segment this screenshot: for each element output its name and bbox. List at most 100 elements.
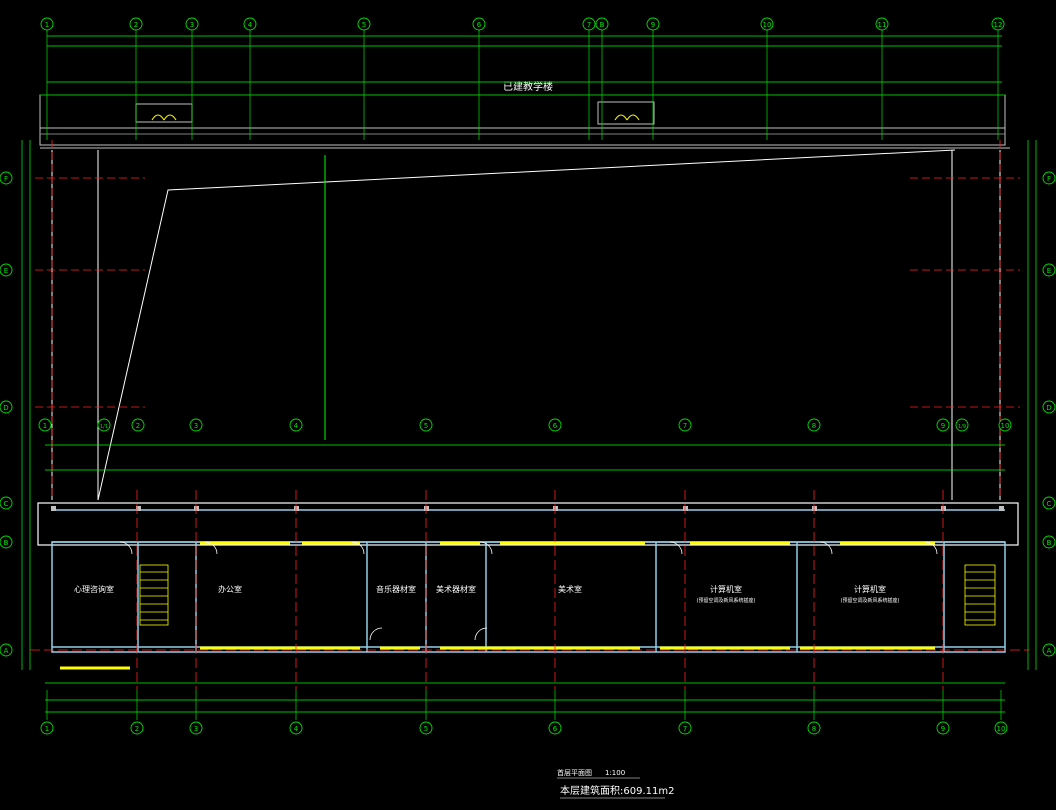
- svg-text:F: F: [4, 175, 8, 183]
- top-axis-2: 2: [129, 17, 143, 31]
- svg-text:5: 5: [362, 21, 366, 29]
- lower-axis-9: 9: [936, 418, 950, 432]
- svg-text:10: 10: [763, 21, 772, 29]
- svg-text:7: 7: [683, 422, 687, 430]
- stair-left: [139, 564, 169, 626]
- svg-text:2: 2: [134, 21, 138, 29]
- room-label-computer-1: 计算机室: [710, 584, 742, 594]
- svg-text:8: 8: [812, 422, 816, 430]
- room-label-psych: 心理咨询室: [74, 584, 114, 594]
- stair-right: [964, 564, 996, 626]
- svg-text:7: 7: [587, 21, 591, 29]
- row-axis-right-B: B: [1042, 535, 1056, 549]
- top-axis-7: 7: [582, 17, 596, 31]
- svg-text:B: B: [4, 539, 9, 547]
- svg-text:1: 1: [43, 422, 47, 430]
- svg-text:6: 6: [477, 21, 482, 29]
- lower-axis-1-1: 1/1: [97, 418, 111, 432]
- upper-red-grid: [35, 140, 1020, 500]
- svg-text:7: 7: [683, 725, 687, 733]
- row-axis-right-D: D: [1042, 400, 1056, 414]
- svg-text:E: E: [1047, 267, 1051, 275]
- svg-text:9: 9: [941, 725, 945, 733]
- lower-axis-2: 2: [131, 418, 145, 432]
- room-label-art: 美术室: [558, 584, 582, 594]
- lower-axis-7: 7: [678, 418, 692, 432]
- bottom-axis-3: 3: [189, 721, 203, 735]
- row-axis-bubbles: F F E E D D C C B B A A: [0, 171, 1056, 657]
- bottom-axis-2: 2: [130, 721, 144, 735]
- lower-axis-8: 8: [807, 418, 821, 432]
- svg-text:9: 9: [941, 422, 945, 430]
- top-axis-9: 9: [646, 17, 660, 31]
- bottom-axis-4: 4: [289, 721, 303, 735]
- room-label-music: 音乐器材室: [376, 584, 416, 594]
- top-axis-4: 4: [243, 17, 257, 31]
- svg-text:1/1: 1/1: [100, 424, 108, 430]
- bottom-axis-5: 5: [419, 721, 433, 735]
- svg-text:3: 3: [194, 422, 198, 430]
- svg-text:10: 10: [997, 725, 1006, 733]
- lower-axis-1-9: 1/9: [955, 418, 969, 432]
- top-axis-12: 12: [991, 17, 1005, 31]
- svg-text:4: 4: [294, 422, 299, 430]
- svg-text:F: F: [1047, 175, 1051, 183]
- svg-text:1: 1: [45, 725, 49, 733]
- floor-area: 本层建筑面积:609.11m2: [560, 784, 674, 797]
- lower-axis-3: 3: [189, 418, 203, 432]
- svg-text:1: 1: [45, 21, 49, 29]
- room-label-art-storage: 美术器材室: [436, 584, 476, 594]
- svg-text:2: 2: [136, 422, 140, 430]
- top-axis-1: 1: [40, 17, 54, 31]
- side-dimension-lines: [21, 140, 1037, 670]
- lower-axis-10: 10: [998, 418, 1012, 432]
- svg-text:6: 6: [553, 725, 558, 733]
- row-axis-left-D: D: [0, 400, 13, 414]
- top-axis-5: 5: [357, 17, 371, 31]
- row-axis-left-C: C: [0, 496, 13, 510]
- row-axis-right-C: C: [1042, 496, 1056, 510]
- lower-axis-1: 1: [38, 418, 52, 432]
- svg-text:12: 12: [994, 21, 1003, 29]
- row-axis-right-F: F: [1042, 171, 1056, 185]
- svg-text:11: 11: [878, 21, 887, 29]
- svg-text:C: C: [4, 500, 9, 508]
- svg-text:B: B: [1047, 539, 1052, 547]
- room-sub-computer-1: (预留空调及新风系统插座): [697, 597, 756, 604]
- row-axis-left-F: F: [0, 171, 13, 185]
- svg-text:B: B: [600, 21, 605, 29]
- lower-axis-6: 6: [548, 418, 562, 432]
- bottom-axis-1: 1: [40, 721, 54, 735]
- svg-text:1/9: 1/9: [958, 424, 966, 430]
- bottom-axis-6: 6: [548, 721, 562, 735]
- svg-text:2: 2: [135, 725, 139, 733]
- bottom-axis-7: 7: [678, 721, 692, 735]
- plan-name: 首层平面图: [557, 768, 592, 777]
- svg-text:D: D: [1046, 404, 1051, 412]
- existing-building: [39, 94, 1006, 146]
- svg-text:A: A: [4, 647, 9, 655]
- svg-text:A: A: [1047, 647, 1052, 655]
- plan-scale: 1:100: [605, 769, 625, 777]
- bottom-axis-bubbles: 1 2 3 4 5 6 7 8 9 10: [40, 690, 1008, 735]
- svg-text:5: 5: [424, 422, 428, 430]
- room-sub-computer-2: (预留空调及新风系统插座): [841, 597, 900, 604]
- site-frame: [40, 147, 1010, 501]
- plan-top-dimensions: [45, 444, 1005, 471]
- svg-text:5: 5: [424, 725, 428, 733]
- top-axis-6: 6: [472, 17, 486, 31]
- lower-axis-4: 4: [289, 418, 303, 432]
- room-label-office: 办公室: [218, 584, 242, 594]
- row-axis-left-E: E: [0, 263, 13, 277]
- bottom-axis-10: 10: [994, 721, 1008, 735]
- row-axis-right-A: A: [1042, 643, 1056, 657]
- top-axis-11: 11: [875, 17, 889, 31]
- top-axis-10: 10: [760, 17, 774, 31]
- bottom-axis-8: 8: [807, 721, 821, 735]
- row-axis-right-E: E: [1042, 263, 1056, 277]
- svg-text:3: 3: [194, 725, 198, 733]
- plan-bottom-dimensions: [45, 682, 1005, 713]
